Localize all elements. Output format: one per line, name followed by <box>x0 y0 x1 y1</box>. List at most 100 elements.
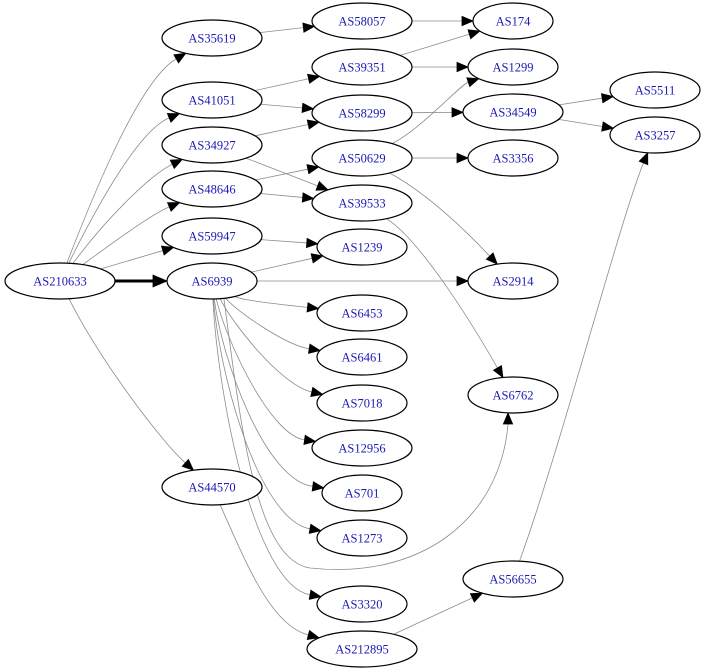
arrow-head-icon <box>305 237 319 249</box>
arrow-head-icon <box>461 15 475 27</box>
node-ellipse <box>609 71 701 109</box>
node-as6453[interactable]: AS6453 <box>316 294 408 332</box>
node-as39533[interactable]: AS39533 <box>311 184 413 222</box>
arrow-head-icon <box>456 275 470 287</box>
node-label: AS50629 <box>338 152 385 166</box>
node-label: AS39351 <box>338 61 385 75</box>
arrow-head-icon <box>308 523 322 534</box>
nodes-layer: AS210633 AS35619AS41051AS34927AS48646AS59… <box>4 2 701 668</box>
node-as1273[interactable]: AS1273 <box>316 519 408 557</box>
edge-as35619-to-as58057 <box>259 22 316 33</box>
edge-as210633-to-as44570 <box>68 298 195 471</box>
edge-line <box>400 33 470 56</box>
node-ellipse <box>161 126 263 164</box>
arrow-head-icon <box>456 61 470 73</box>
arrow-head-icon <box>601 121 615 132</box>
node-label: AS6762 <box>493 389 534 403</box>
node-ellipse <box>4 262 116 300</box>
node-label: AS212895 <box>335 643 388 657</box>
arrow-head-icon <box>485 252 498 265</box>
node-as58299[interactable]: AS58299 <box>311 94 413 132</box>
node-as6762[interactable]: AS6762 <box>467 376 559 414</box>
node-as56655[interactable]: AS56655 <box>462 560 564 598</box>
arrow-head-icon <box>301 102 315 114</box>
edge-as6939-to-as1239 <box>251 253 324 273</box>
node-as48646[interactable]: AS48646 <box>161 170 263 208</box>
node-as701[interactable]: AS701 <box>321 474 403 512</box>
node-ellipse <box>462 93 564 131</box>
edge-line <box>225 297 310 350</box>
node-ellipse <box>316 384 408 422</box>
node-as50629[interactable]: AS50629 <box>311 139 413 177</box>
node-ellipse <box>161 217 263 255</box>
arrow-head-icon <box>308 343 322 354</box>
node-as2914[interactable]: AS2914 <box>467 262 559 300</box>
node-label: AS3320 <box>342 598 383 612</box>
arrow-head-icon <box>310 253 324 264</box>
node-as3356[interactable]: AS3356 <box>467 139 559 177</box>
node-as1239[interactable]: AS1239 <box>316 228 408 266</box>
node-ellipse <box>311 94 413 132</box>
edge-line <box>260 103 303 109</box>
node-label: AS39533 <box>338 197 385 211</box>
edge-line <box>223 298 509 570</box>
edge-line <box>255 168 308 181</box>
node-ellipse <box>462 560 564 598</box>
edge-line <box>68 117 170 264</box>
arrow-head-icon <box>502 411 514 425</box>
node-label: AS44570 <box>188 481 235 495</box>
node-label: AS6461 <box>342 351 383 365</box>
arrow-head-icon <box>160 245 175 256</box>
node-as59947[interactable]: AS59947 <box>161 217 263 255</box>
node-as5511[interactable]: AS5511 <box>609 71 701 109</box>
arrow-head-icon <box>166 202 181 212</box>
edge-as50629-to-as3356 <box>412 152 470 164</box>
edges-layer <box>66 15 649 640</box>
node-as6461[interactable]: AS6461 <box>316 338 408 376</box>
edge-as34549-to-as3257 <box>558 118 615 132</box>
edge-line <box>219 504 309 636</box>
node-as3257[interactable]: AS3257 <box>609 116 701 154</box>
node-as34927[interactable]: AS34927 <box>161 126 263 164</box>
node-as34549[interactable]: AS34549 <box>462 93 564 131</box>
node-ellipse <box>311 429 413 467</box>
arrow-head-icon <box>303 434 317 445</box>
node-as212895[interactable]: AS212895 <box>306 630 418 668</box>
edge-line <box>82 206 170 265</box>
edge-line <box>66 58 177 264</box>
node-as39351[interactable]: AS39351 <box>311 48 413 86</box>
node-as1299[interactable]: AS1299 <box>467 48 559 86</box>
edge-as6939-to-as6461 <box>225 297 322 354</box>
node-label: AS56655 <box>489 573 536 587</box>
node-label: AS701 <box>345 487 380 501</box>
node-ellipse <box>311 184 413 222</box>
node-ellipse <box>467 376 559 414</box>
edge-line <box>259 27 304 33</box>
node-as6939[interactable]: AS6939 <box>166 262 258 300</box>
edge-line <box>558 118 603 127</box>
node-as210633[interactable]: AS210633 <box>4 262 116 300</box>
node-label: AS210633 <box>33 275 86 289</box>
edge-as56655-to-as3257 <box>519 151 649 562</box>
edge-as41051-to-as39351 <box>254 73 321 92</box>
node-as44570[interactable]: AS44570 <box>161 468 263 506</box>
arrow-head-icon <box>166 113 181 123</box>
arrow-head-icon <box>451 107 465 118</box>
edge-as6939-to-as1273 <box>213 298 322 534</box>
node-ellipse <box>166 262 258 300</box>
node-label: AS2914 <box>493 275 535 289</box>
node-ellipse <box>316 228 408 266</box>
arrow-head-icon <box>306 629 320 640</box>
node-as12956[interactable]: AS12956 <box>311 429 413 467</box>
node-ellipse <box>306 630 418 668</box>
node-as35619[interactable]: AS35619 <box>161 19 263 57</box>
node-as41051[interactable]: AS41051 <box>161 81 263 119</box>
node-as3320[interactable]: AS3320 <box>316 585 408 623</box>
node-as7018[interactable]: AS7018 <box>316 384 408 422</box>
node-as174[interactable]: AS174 <box>472 2 554 40</box>
node-as58057[interactable]: AS58057 <box>311 2 413 40</box>
node-label: AS58299 <box>338 107 385 121</box>
edge-as39351-to-as174 <box>400 29 481 56</box>
node-label: AS1299 <box>493 61 534 75</box>
